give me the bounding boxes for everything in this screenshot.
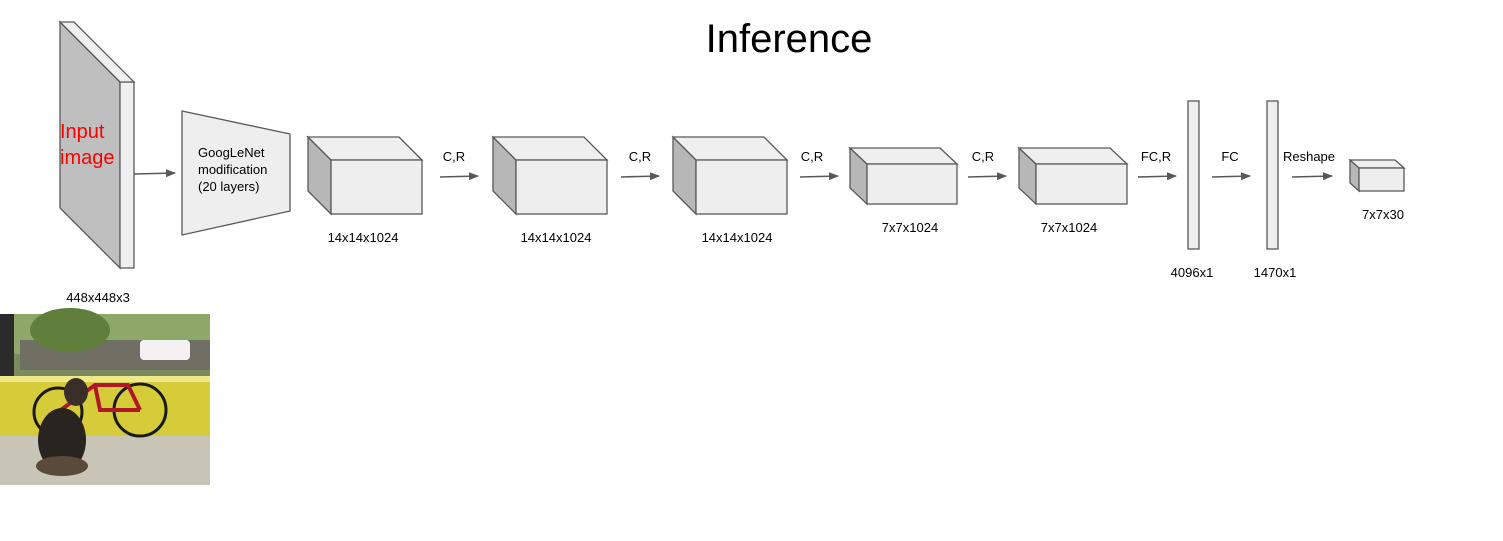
conv-block-2 <box>491 135 609 216</box>
op-label-7: Reshape <box>1283 149 1335 164</box>
conv-block-4 <box>848 146 959 206</box>
op-label-4: C,R <box>972 149 994 164</box>
sample-photo <box>0 308 210 485</box>
googlenet-block <box>181 110 291 236</box>
fc-layer-1 <box>1187 100 1200 250</box>
input-label-line1: Input <box>60 121 105 143</box>
conv-block-1 <box>306 135 424 216</box>
output-dims: 7x7x30 <box>1362 207 1404 222</box>
op-label-6: FC <box>1221 149 1238 164</box>
input-dims-label: 448x448x3 <box>66 290 130 305</box>
layer-3-dims: 14x14x1024 <box>702 230 773 245</box>
layer-4-dims: 7x7x1024 <box>882 220 938 235</box>
googlenet-label-line3: (20 layers) <box>198 179 259 194</box>
fc-1-dims: 4096x1 <box>1171 265 1214 280</box>
op-label-2: C,R <box>629 149 651 164</box>
input-image-slab <box>58 20 136 270</box>
layer-1-dims: 14x14x1024 <box>328 230 399 245</box>
output-block <box>1348 158 1406 193</box>
googlenet-label-line2: modification <box>198 162 267 177</box>
op-label-3: C,R <box>801 149 823 164</box>
conv-block-3 <box>671 135 789 216</box>
input-label-line2: image <box>60 147 114 169</box>
conv-block-5 <box>1017 146 1129 206</box>
op-label-1: C,R <box>443 149 465 164</box>
layer-2-dims: 14x14x1024 <box>521 230 592 245</box>
googlenet-label-line1: GoogLeNet <box>198 145 265 160</box>
diagram-title: Inference <box>706 17 873 61</box>
op-label-5: FC,R <box>1141 149 1171 164</box>
fc-layer-2 <box>1266 100 1279 250</box>
fc-2-dims: 1470x1 <box>1254 265 1297 280</box>
layer-5-dims: 7x7x1024 <box>1041 220 1097 235</box>
